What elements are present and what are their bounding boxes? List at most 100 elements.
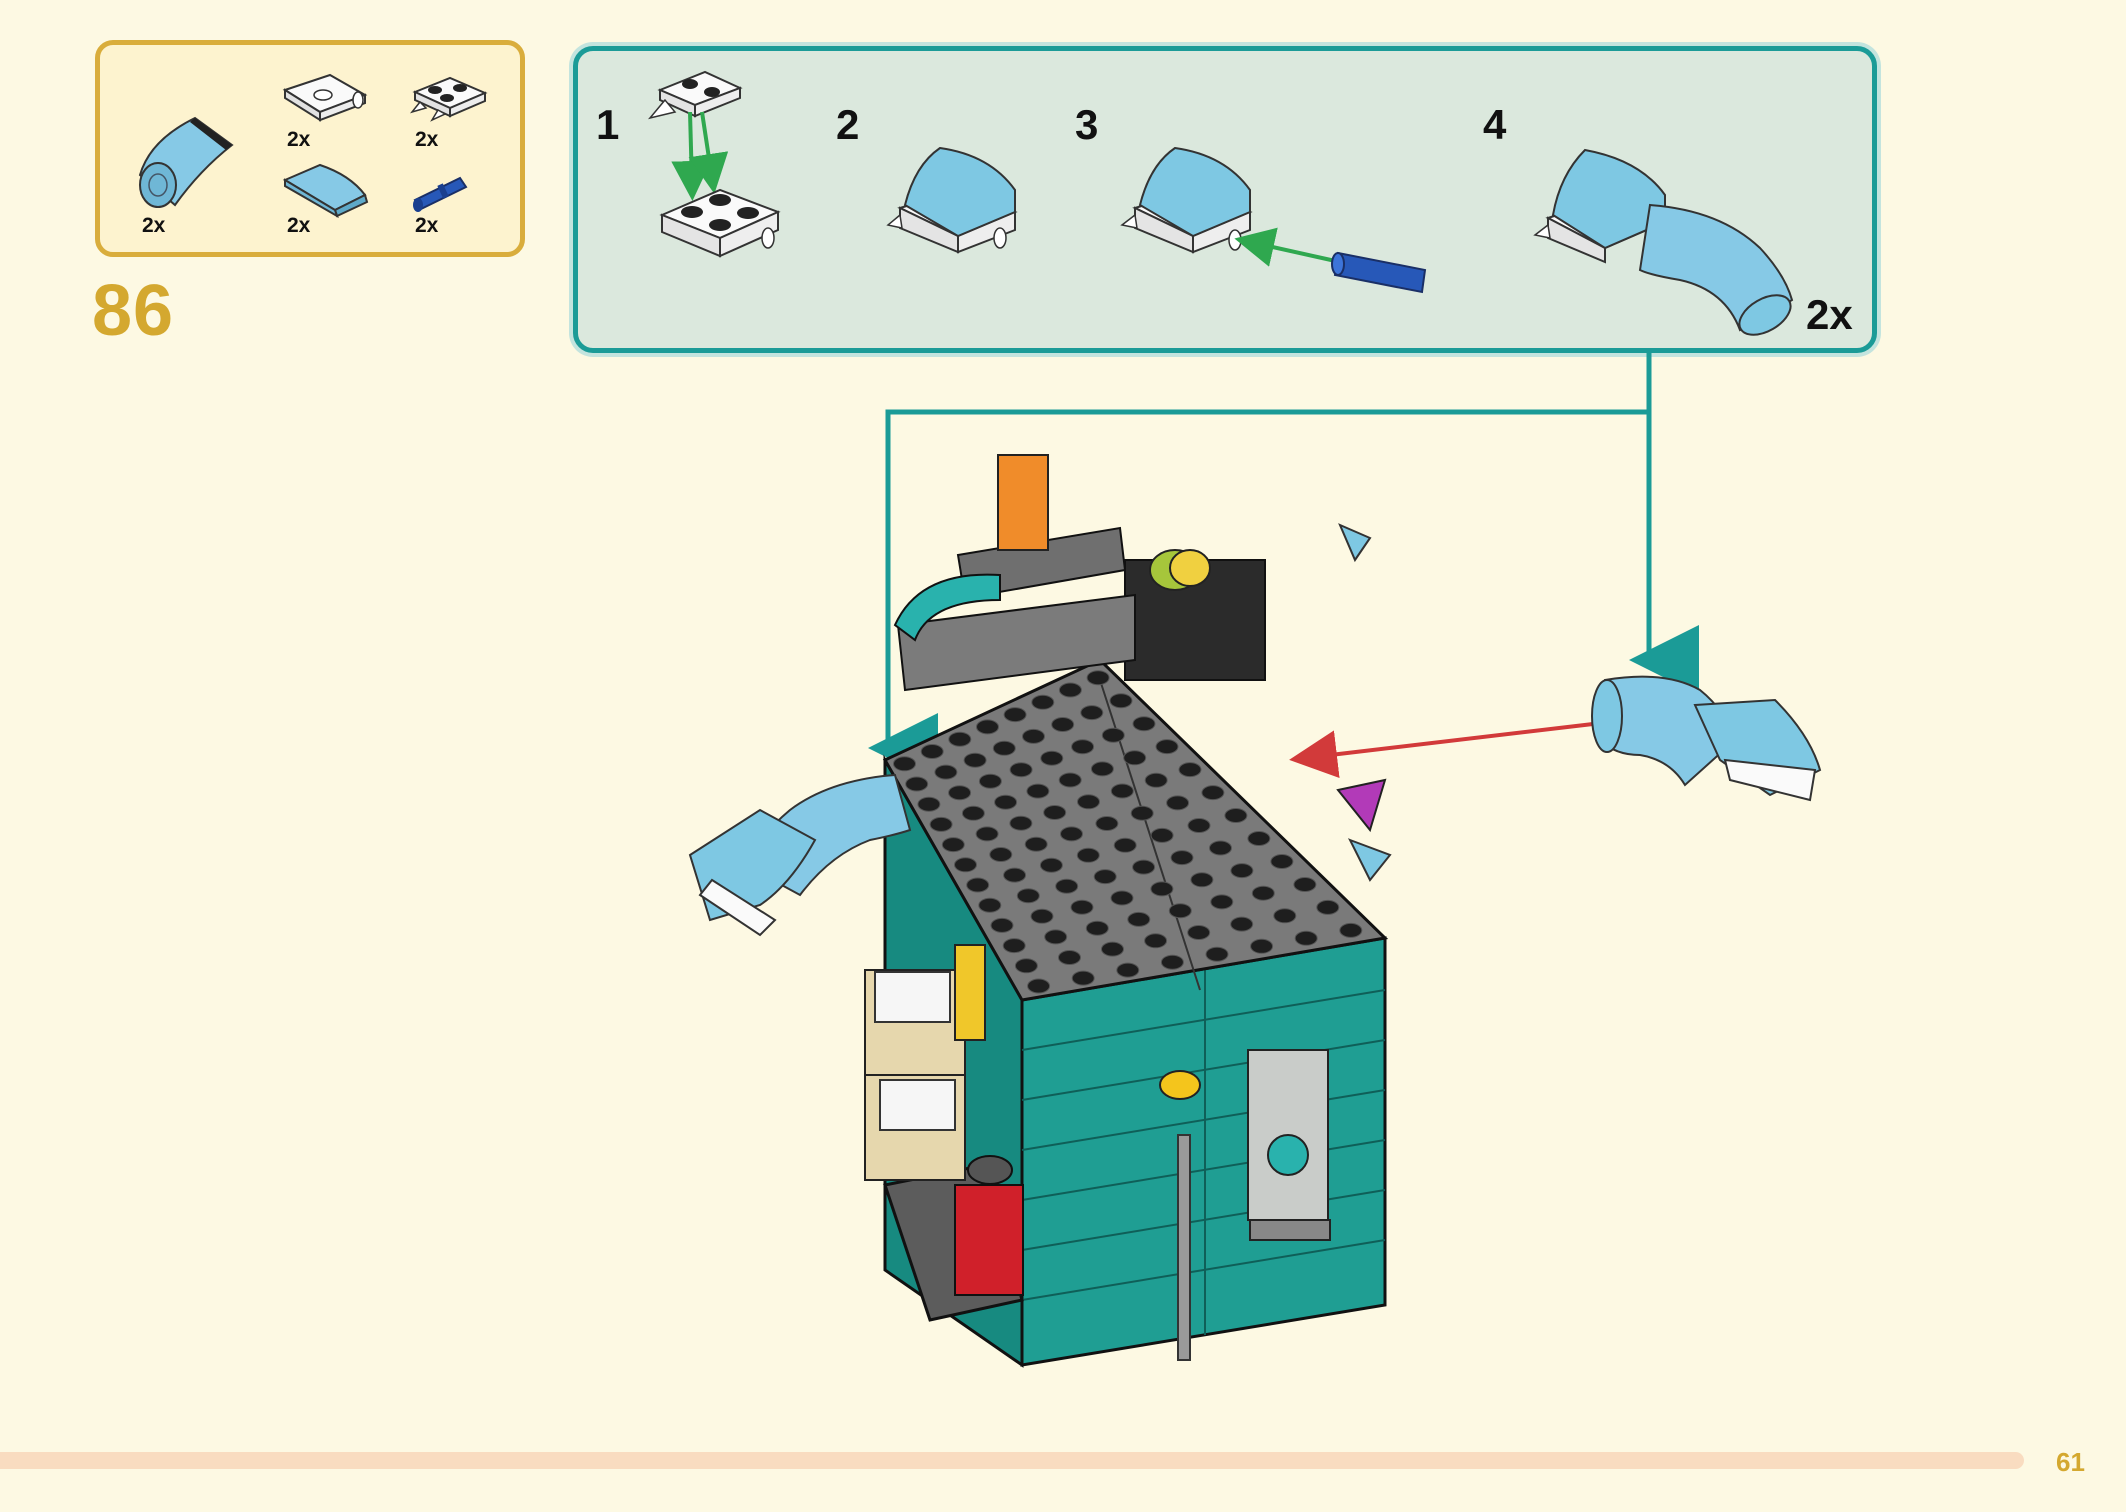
part-qty: 2x: [287, 128, 311, 151]
stud: [994, 794, 1018, 810]
stud: [905, 776, 929, 792]
stud: [1009, 762, 1033, 778]
stud: [1058, 682, 1082, 698]
stud: [1093, 869, 1117, 885]
pin-part-icon: [413, 176, 468, 212]
stud: [1058, 950, 1081, 965]
stud: [1051, 717, 1075, 732]
stud: [954, 857, 977, 873]
stud: [1016, 888, 1040, 904]
stud: [1030, 908, 1054, 924]
stud: [1160, 954, 1184, 970]
stud: [1116, 962, 1140, 978]
stud: [1044, 929, 1068, 945]
stud: [1109, 693, 1133, 709]
stud: [963, 752, 987, 768]
stud: [966, 877, 990, 893]
stud: [1110, 890, 1134, 906]
stud: [1014, 958, 1038, 974]
substep-label: 3: [1075, 101, 1099, 148]
stud: [1003, 867, 1027, 883]
part-qty: 2x: [142, 214, 166, 237]
stud: [1024, 836, 1048, 852]
stud: [1247, 831, 1271, 846]
stud: [978, 897, 1002, 913]
stud: [1155, 739, 1179, 755]
substep-4-illustration: [1533, 148, 1794, 336]
stud: [1070, 899, 1094, 915]
stud: [1144, 772, 1168, 788]
stud: [1178, 762, 1202, 778]
stud: [1123, 750, 1147, 766]
step-number: 86: [92, 271, 175, 351]
stud: [1077, 794, 1100, 810]
stud: [941, 837, 965, 853]
stud: [1039, 857, 1063, 873]
stud: [1043, 805, 1067, 820]
left-attached-leg: [688, 773, 912, 937]
substep-2-illustration: [886, 146, 1018, 254]
stud: [1113, 837, 1137, 853]
stud: [1095, 816, 1119, 831]
stud: [1339, 922, 1363, 938]
stud: [1027, 978, 1051, 994]
stud: [1273, 908, 1297, 924]
stud: [1294, 930, 1318, 946]
stud: [1270, 854, 1294, 869]
stud: [948, 731, 972, 747]
curved-slope-part-icon: [138, 116, 234, 208]
stud: [1224, 808, 1248, 823]
stud: [1230, 916, 1254, 932]
stud: [1230, 863, 1254, 879]
main-model: [864, 454, 1611, 1368]
stud: [1170, 850, 1194, 866]
stud: [1190, 872, 1214, 888]
top-plate-studs: [893, 670, 1363, 994]
stud: [1209, 840, 1232, 856]
substep-label: 4: [1483, 101, 1507, 148]
stud: [1132, 859, 1156, 875]
stud: [1293, 877, 1317, 892]
stud: [1003, 707, 1027, 723]
stud: [920, 744, 944, 759]
stud: [1009, 815, 1033, 831]
substep-3-illustration: [1120, 146, 1427, 294]
stud: [1251, 885, 1275, 901]
stud: [1150, 881, 1174, 897]
stud: [978, 773, 1002, 789]
substep-1-illustration: [647, 70, 781, 258]
stud: [1132, 716, 1156, 732]
stud: [1031, 694, 1055, 710]
stud: [893, 756, 916, 772]
stud: [1130, 805, 1154, 821]
stud: [989, 847, 1013, 862]
stud: [917, 796, 941, 812]
stud: [961, 805, 985, 821]
stud: [1080, 705, 1104, 721]
stud: [976, 719, 999, 735]
stud: [1316, 899, 1340, 915]
footer-progress-bar: [0, 1452, 2024, 1469]
stud: [1166, 795, 1190, 811]
stud: [1144, 933, 1168, 949]
stud: [1058, 772, 1082, 788]
right-detached-leg: [1591, 675, 1822, 802]
substep-label: 1: [596, 101, 620, 148]
callout-connector: [868, 353, 1699, 783]
stud: [975, 826, 999, 842]
stud: [1086, 670, 1110, 686]
stud: [1187, 925, 1211, 940]
stud: [1071, 970, 1095, 986]
stud: [1071, 739, 1095, 755]
stud: [1210, 894, 1234, 910]
part-qty: 2x: [287, 214, 311, 237]
stud: [1090, 761, 1114, 777]
stud: [990, 917, 1014, 933]
stud: [948, 785, 972, 801]
page-number: 61: [2056, 1447, 2085, 1477]
stud: [992, 740, 1016, 756]
stud: [929, 816, 953, 832]
stud: [1187, 818, 1211, 833]
stud: [1076, 847, 1100, 863]
